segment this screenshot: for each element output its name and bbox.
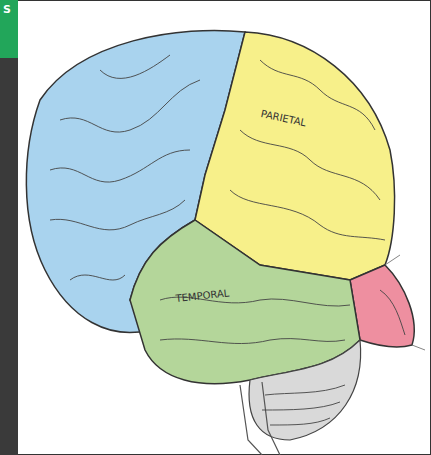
corner-label: S <box>3 3 11 16</box>
